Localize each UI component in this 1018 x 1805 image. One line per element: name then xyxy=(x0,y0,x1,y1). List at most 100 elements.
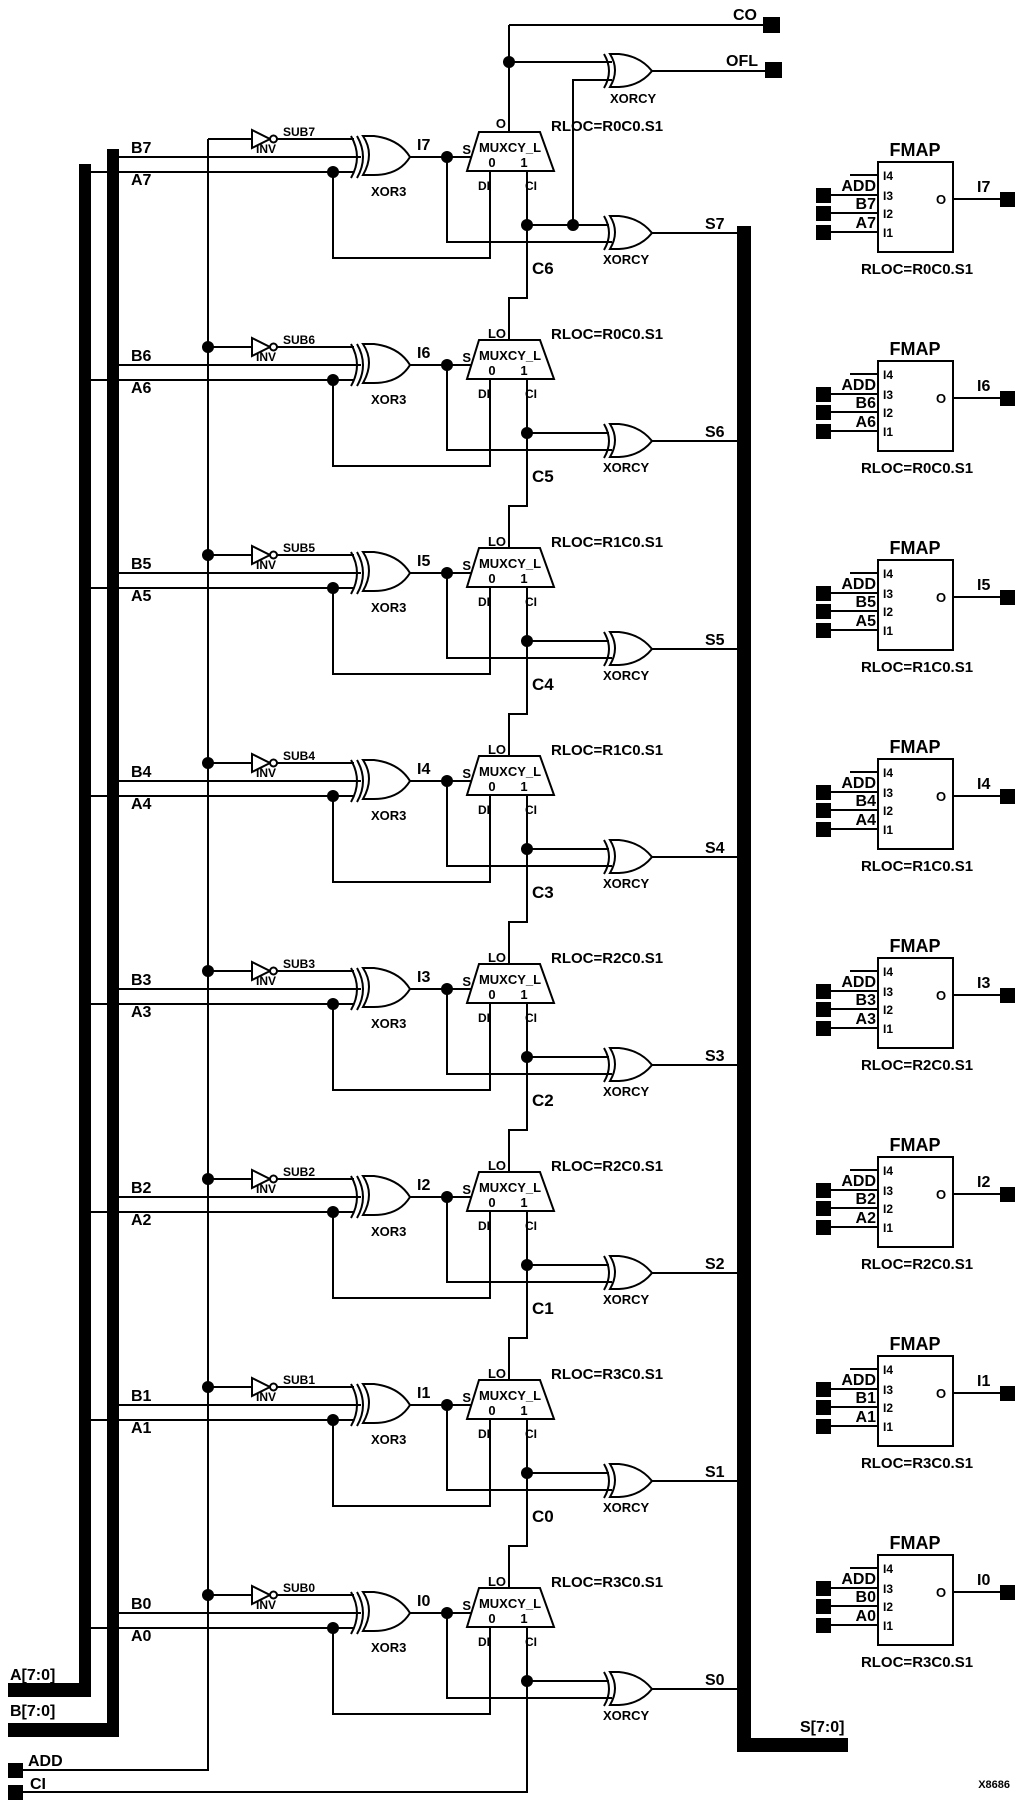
fmap-o-pin-label: O xyxy=(936,1386,946,1401)
xorcy-gate-arc xyxy=(603,1671,610,1707)
xor3-gate-arc xyxy=(350,759,358,803)
xor3-gate-label: XOR3 xyxy=(371,808,406,823)
muxcy-select-pin-label: S xyxy=(462,974,471,989)
fmap-rloc-label: RLOC=R2C0.S1 xyxy=(861,1057,973,1074)
fmap-i1-pin-label: I1 xyxy=(883,1221,893,1235)
muxcy-label: MUXCY_L xyxy=(479,140,541,155)
muxcy-symbol xyxy=(465,963,556,1004)
xorcy-gate-arc xyxy=(603,53,610,89)
muxcy-label: MUXCY_L xyxy=(479,556,541,571)
xor3-gate-arc xyxy=(356,1591,364,1635)
muxcy-select-pin-label: S xyxy=(462,1598,471,1613)
fmap-b-input-label: B5 xyxy=(856,594,877,611)
add-ci-inputs: ADD CI xyxy=(8,139,528,1800)
xor3-gate-arc xyxy=(350,551,358,595)
fmap-b-input-label: B3 xyxy=(856,992,877,1009)
sum-feedback-wire xyxy=(446,573,612,659)
sub-net-label: SUB6 xyxy=(283,333,315,347)
ci-pin-square xyxy=(8,1785,23,1800)
ofl-carry-input-wire xyxy=(572,79,612,225)
fmap-o-pin-label: O xyxy=(936,391,946,406)
di-feedback-wire xyxy=(332,1211,491,1299)
i-net-label: I4 xyxy=(417,761,430,778)
pin-square xyxy=(816,803,831,818)
inverter-label: INV xyxy=(256,1182,276,1196)
muxcy-select-pin-label: S xyxy=(462,1390,471,1405)
xor3-gate-arc xyxy=(356,1175,364,1219)
xorcy-gate xyxy=(608,53,654,88)
di-feedback-wire xyxy=(332,379,491,467)
i-net-label: I5 xyxy=(417,553,430,570)
muxcy-symbol xyxy=(465,339,556,380)
fmap-title: FMAP xyxy=(890,1533,941,1553)
muxcy-lo-pin-label: LO xyxy=(488,534,506,549)
fmap-add-input-label: ADD xyxy=(841,377,876,394)
fmap-i4-pin-label: I4 xyxy=(883,965,893,979)
fmap-i3-pin-label: I3 xyxy=(883,587,893,601)
xorcy-gate-label: XORCY xyxy=(603,1500,650,1515)
xorcy-gate-label: XORCY xyxy=(603,876,650,891)
fmap-b-input-label: B6 xyxy=(856,395,877,412)
xorcy-gate xyxy=(608,1047,654,1082)
b-bus-lead xyxy=(8,1723,119,1737)
s-bus-lead xyxy=(737,1738,848,1752)
fmap-box xyxy=(877,1554,954,1646)
xorcy-gate-arc xyxy=(603,423,610,459)
fmap-i4-pin-label: I4 xyxy=(883,1363,893,1377)
muxcy-select-pin-label: S xyxy=(462,558,471,573)
fmap-o-pin-label: O xyxy=(936,192,946,207)
s-bus-label: S[7:0] xyxy=(800,1719,844,1736)
i-net-label: I3 xyxy=(417,969,430,986)
carry-overflow-section: XORCY CO OFL xyxy=(503,7,782,231)
sum-feedback-wire xyxy=(446,781,612,867)
fmap-add-input-label: ADD xyxy=(841,1372,876,1389)
sub-net-label: SUB5 xyxy=(283,541,315,555)
fmap-add-input-label: ADD xyxy=(841,576,876,593)
inverter-label: INV xyxy=(256,350,276,364)
fmap-i4-pin-label: I4 xyxy=(883,1164,893,1178)
figure-number-label: X8686 xyxy=(978,1779,1010,1791)
muxcy-input1-label: 1 xyxy=(520,779,527,794)
fmap-i1-pin-label: I1 xyxy=(883,1619,893,1633)
b-bus-bar xyxy=(107,149,119,1737)
muxcy-input1-label: 1 xyxy=(520,363,527,378)
sub-net-label: SUB1 xyxy=(283,1373,315,1387)
di-feedback-wire xyxy=(332,1419,491,1507)
pin-square xyxy=(816,623,831,638)
xor3-gate xyxy=(361,759,412,800)
muxcy-symbol xyxy=(465,1171,556,1212)
a-input-label: A5 xyxy=(131,588,152,605)
fmap-output-label: I6 xyxy=(977,378,990,395)
fmap-add-input-label: ADD xyxy=(841,974,876,991)
add-line-junction-dot xyxy=(202,1381,214,1393)
fmap-box xyxy=(877,758,954,850)
b-bus-label: B[7:0] xyxy=(10,1703,55,1720)
inverter-bubble-icon xyxy=(269,758,278,768)
add-input-label: ADD xyxy=(28,1753,63,1770)
xor3-gate xyxy=(361,1383,412,1424)
muxcy-symbol xyxy=(465,547,556,588)
fmap-add-input-label: ADD xyxy=(841,775,876,792)
inverter-bubble-icon xyxy=(269,134,278,144)
muxcy-di-pin-label: DI xyxy=(478,595,490,609)
muxcy-label: MUXCY_L xyxy=(479,348,541,363)
fmap-i1-pin-label: I1 xyxy=(883,823,893,837)
inverter-label: INV xyxy=(256,766,276,780)
muxcy-di-pin-label: DI xyxy=(478,1219,490,1233)
di-feedback-wire xyxy=(332,171,491,259)
pin-square xyxy=(816,1201,831,1216)
a-input-label: A4 xyxy=(131,796,152,813)
inverter-icon xyxy=(251,1584,273,1606)
carry-net-label: C0 xyxy=(532,1507,554,1526)
xor3-gate-arc xyxy=(350,1175,358,1219)
muxcy-symbol xyxy=(465,1379,556,1420)
muxcy-input0-label: 0 xyxy=(488,363,495,378)
sub-net-label: SUB4 xyxy=(283,749,315,763)
inverter-icon xyxy=(251,1376,273,1398)
muxcy-input0-label: 0 xyxy=(488,1403,495,1418)
a-input-label: A0 xyxy=(131,1628,152,1645)
